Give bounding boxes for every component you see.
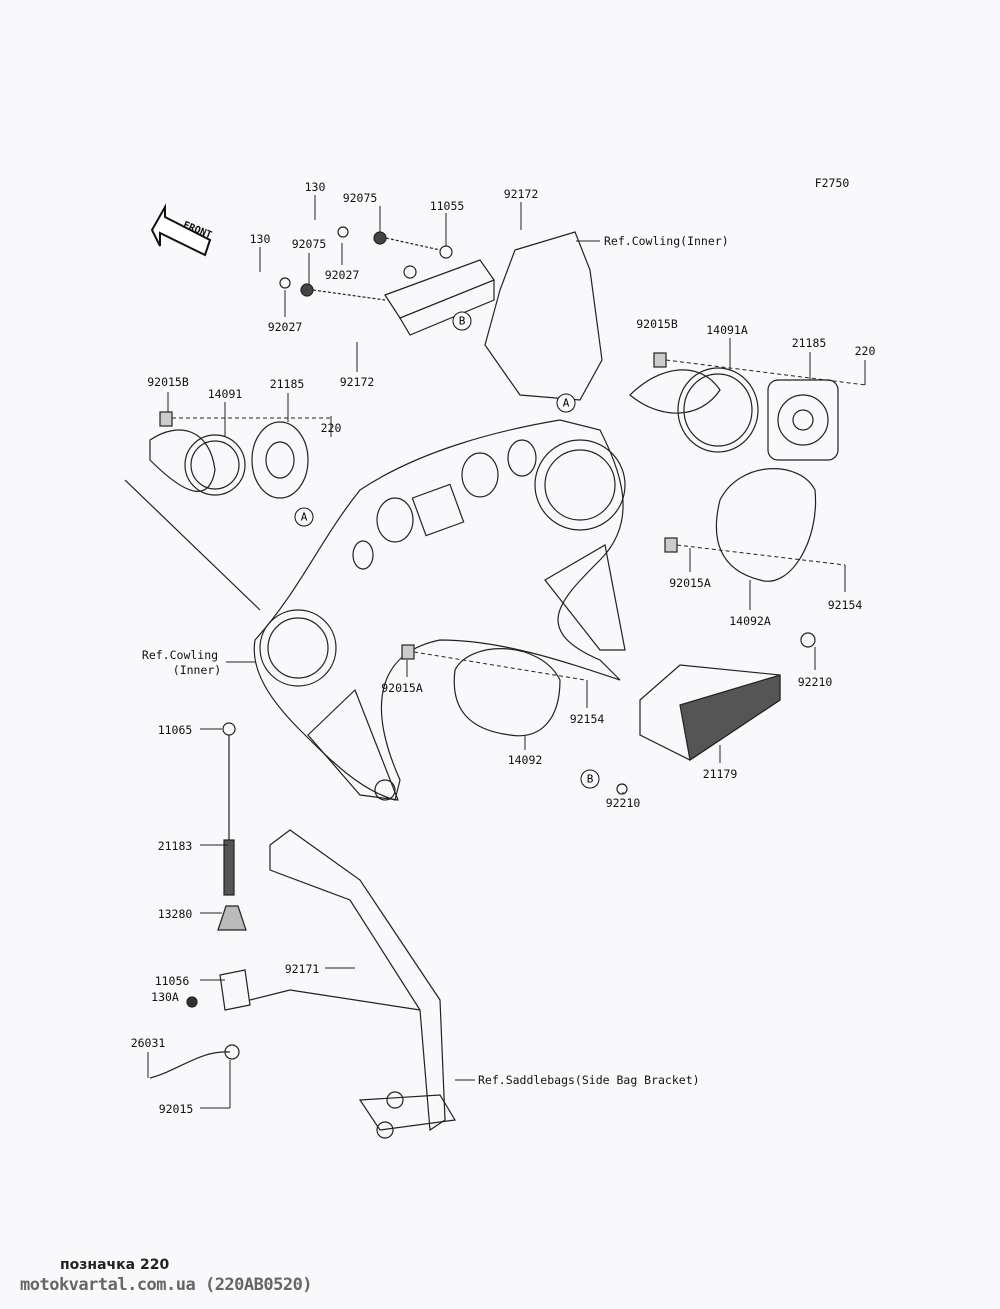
label-92172: 92172	[503, 187, 539, 201]
side-bag-bracket	[269, 829, 446, 1132]
label-92027: 92027	[267, 320, 303, 334]
callout-a: A	[294, 507, 314, 527]
label-14092: 14092	[507, 753, 543, 767]
label-11056: 11056	[154, 974, 190, 988]
label-14091: 14091	[207, 387, 243, 401]
callout-b: B	[452, 311, 472, 331]
label-130a: 130A	[151, 990, 179, 1004]
cowling-inner-upper	[484, 231, 603, 401]
footer-note: позначка 220	[60, 1257, 170, 1273]
label-21185: 21185	[791, 336, 827, 350]
bracket-11055	[279, 226, 495, 336]
label-220: 220	[854, 344, 876, 358]
cover-14092	[453, 648, 561, 737]
label-13280: 13280	[157, 907, 193, 921]
label-92075: 92075	[342, 191, 378, 205]
label-92015b: 92015B	[147, 375, 189, 389]
label-92015b: 92015B	[636, 317, 678, 331]
label-220: 220	[320, 421, 342, 435]
label-92210: 92210	[797, 675, 833, 689]
label-21185: 21185	[269, 377, 305, 391]
label-14091a: 14091A	[706, 323, 748, 337]
label-14092a: 14092A	[729, 614, 771, 628]
label-92154: 92154	[827, 598, 863, 612]
label-11065: 11065	[157, 723, 193, 737]
ref-cowling-inner: Ref.Cowling(Inner)	[604, 234, 729, 248]
ref-cowling-label: Ref.Cowling	[141, 648, 219, 662]
callout-a: A	[556, 393, 576, 413]
label-26031: 26031	[130, 1036, 166, 1050]
label-11055: 11055	[429, 199, 465, 213]
footer-source: motokvartal.com.ua (220AB0520)	[20, 1275, 313, 1295]
label-130: 130	[304, 180, 326, 194]
label-92075: 92075	[291, 237, 327, 251]
label-92171: 92171	[284, 962, 320, 976]
ref-saddlebags: Ref.Saddlebags(Side Bag Bracket)	[478, 1073, 700, 1087]
label-130: 130	[249, 232, 271, 246]
label-92210: 92210	[605, 796, 641, 810]
ref-cowling-label-2: (Inner)	[172, 663, 222, 677]
front-arrow-icon	[150, 203, 212, 257]
label-92015: 92015	[158, 1102, 194, 1116]
label-21183: 21183	[157, 839, 193, 853]
label-92015a: 92015A	[381, 681, 423, 695]
label-21179: 21179	[702, 767, 738, 781]
label-92027: 92027	[324, 268, 360, 282]
callout-b: B	[580, 769, 600, 789]
label-92172: 92172	[339, 375, 375, 389]
label-92154: 92154	[569, 712, 605, 726]
label-92015a: 92015A	[669, 576, 711, 590]
inner-cowling	[253, 419, 624, 801]
diagram-code: F2750	[814, 176, 850, 190]
cover-14092A	[715, 468, 817, 582]
